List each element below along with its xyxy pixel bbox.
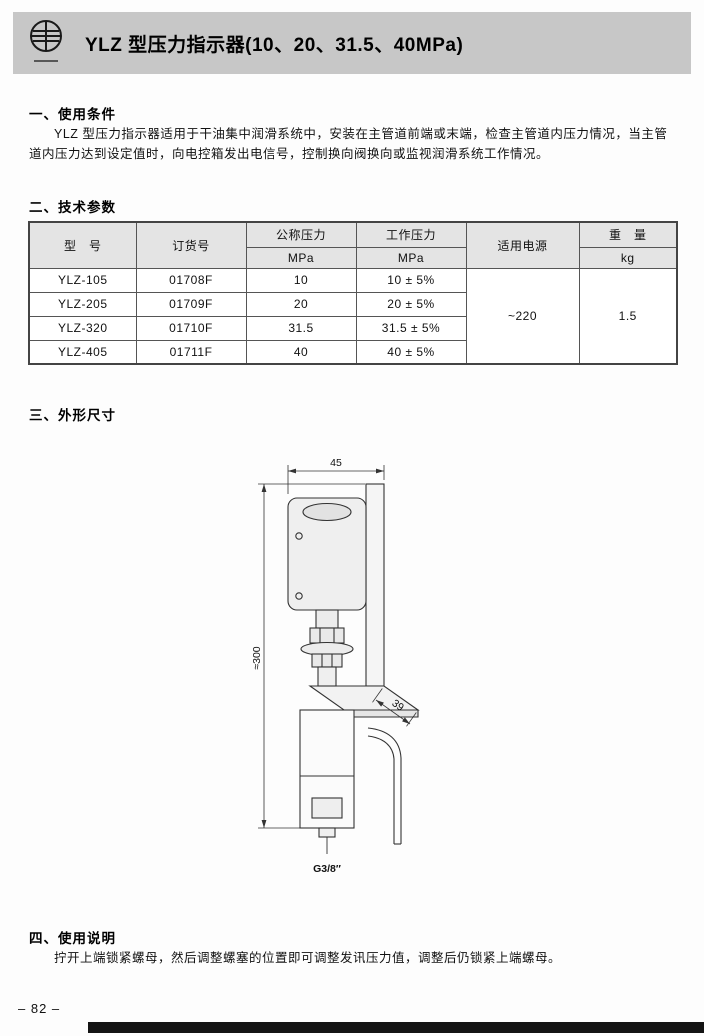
- cell-model: YLZ-320: [28, 315, 137, 341]
- dim-label-height: ≈300: [251, 646, 263, 669]
- cell-model: YLZ-205: [28, 291, 137, 317]
- cell-working: 31.5 ± 5%: [355, 315, 467, 341]
- conduit-pipe: [367, 727, 402, 844]
- table-row: YLZ-105 01708F 10 10 ± 5% ~220 1.5: [28, 267, 678, 365]
- table-header-row: 型 号 订货号 公称压力 工作压力 适用电源 重 量: [28, 221, 678, 269]
- cell-weight: 1.5: [578, 267, 678, 365]
- bottom-rule-bar: [88, 1022, 704, 1033]
- cell-working: 10 ± 5%: [355, 267, 467, 293]
- parameters-table: 型 号 订货号 公称压力 工作压力 适用电源 重 量 MPa MPa kg YL…: [28, 221, 678, 365]
- cell-order-no: 01711F: [135, 339, 247, 365]
- section-heading-dimensions: 三、外形尺寸: [29, 408, 116, 423]
- bracket-plate: [365, 483, 385, 687]
- cell-nominal: 31.5: [245, 315, 357, 341]
- housing-top-oval: [302, 502, 352, 522]
- cell-order-no: 01708F: [135, 267, 247, 293]
- cell-order-no: 01710F: [135, 315, 247, 341]
- col-header-weight: 重 量: [578, 221, 678, 248]
- page-number: – 82 –: [18, 1001, 61, 1016]
- cell-working: 40 ± 5%: [355, 339, 467, 365]
- cell-nominal: 20: [245, 291, 357, 317]
- instructions-paragraph: 拧开上端锁紧螺母，然后调整螺塞的位置即可调整发讯压力值，调整后仍锁紧上端螺母。: [54, 951, 562, 965]
- col-header-order-no: 订货号: [135, 221, 247, 269]
- section-heading-parameters: 二、技术参数: [29, 200, 116, 215]
- table-row: YLZ-205 01709F 20 20 ± 5%: [28, 291, 677, 317]
- col-header-model: 型 号: [28, 221, 137, 269]
- brand-logo-icon: [23, 16, 69, 70]
- unit-working-pressure: MPa: [355, 246, 467, 269]
- thread-stub: [318, 827, 336, 838]
- col-header-power: 适用电源: [465, 221, 580, 269]
- lock-nut: [309, 627, 345, 644]
- table-row: YLZ-405 01711F 40 40 ± 5%: [28, 339, 677, 365]
- sight-window: [311, 797, 343, 819]
- thread-size-label: G3/8″: [313, 863, 341, 875]
- usage-paragraph: YLZ 型压力指示器适用于干油集中润滑系统中，安装在主管道前端或末端，检查主管道…: [29, 127, 668, 161]
- page-header: YLZ 型压力指示器(10、20、31.5、40MPa): [13, 12, 691, 74]
- unit-weight: kg: [578, 246, 678, 269]
- cell-working: 20 ± 5%: [355, 291, 467, 317]
- cell-nominal: 10: [245, 267, 357, 293]
- unit-nominal-pressure: MPa: [245, 246, 357, 269]
- cell-nominal: 40: [245, 339, 357, 365]
- col-header-working-pressure: 工作压力: [355, 221, 467, 248]
- dim-label-width: 45: [330, 457, 342, 469]
- cell-power: ~220: [465, 267, 580, 365]
- cell-model: YLZ-405: [28, 339, 137, 365]
- section-heading-instructions: 四、使用说明: [29, 931, 116, 946]
- cell-model: YLZ-105: [28, 267, 137, 293]
- dimension-arrows: [261, 468, 410, 828]
- cell-order-no: 01709F: [135, 291, 247, 317]
- pressure-indicator-drawing: 45 ≈300 39 G3/8″: [251, 457, 420, 875]
- page-title: YLZ 型压力指示器(10、20、31.5、40MPa): [85, 34, 464, 56]
- table-header-units-row: MPa MPa kg: [29, 246, 678, 269]
- col-header-nominal-pressure: 公称压力: [245, 221, 357, 248]
- table-row: YLZ-320 01710F 31.5 31.5 ± 5%: [28, 315, 677, 341]
- section-heading-usage: 一、使用条件: [29, 107, 116, 122]
- outline-dimension-drawing: 45 ≈300 39 G3/8″: [246, 446, 516, 898]
